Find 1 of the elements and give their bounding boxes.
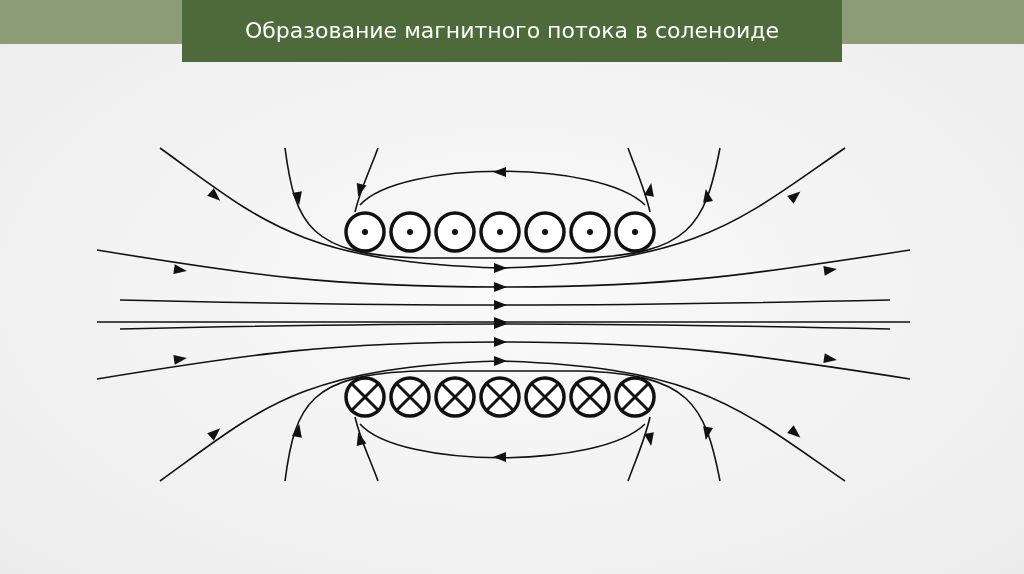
- slide-title: Образование магнитного потока в соленоиде: [182, 0, 842, 62]
